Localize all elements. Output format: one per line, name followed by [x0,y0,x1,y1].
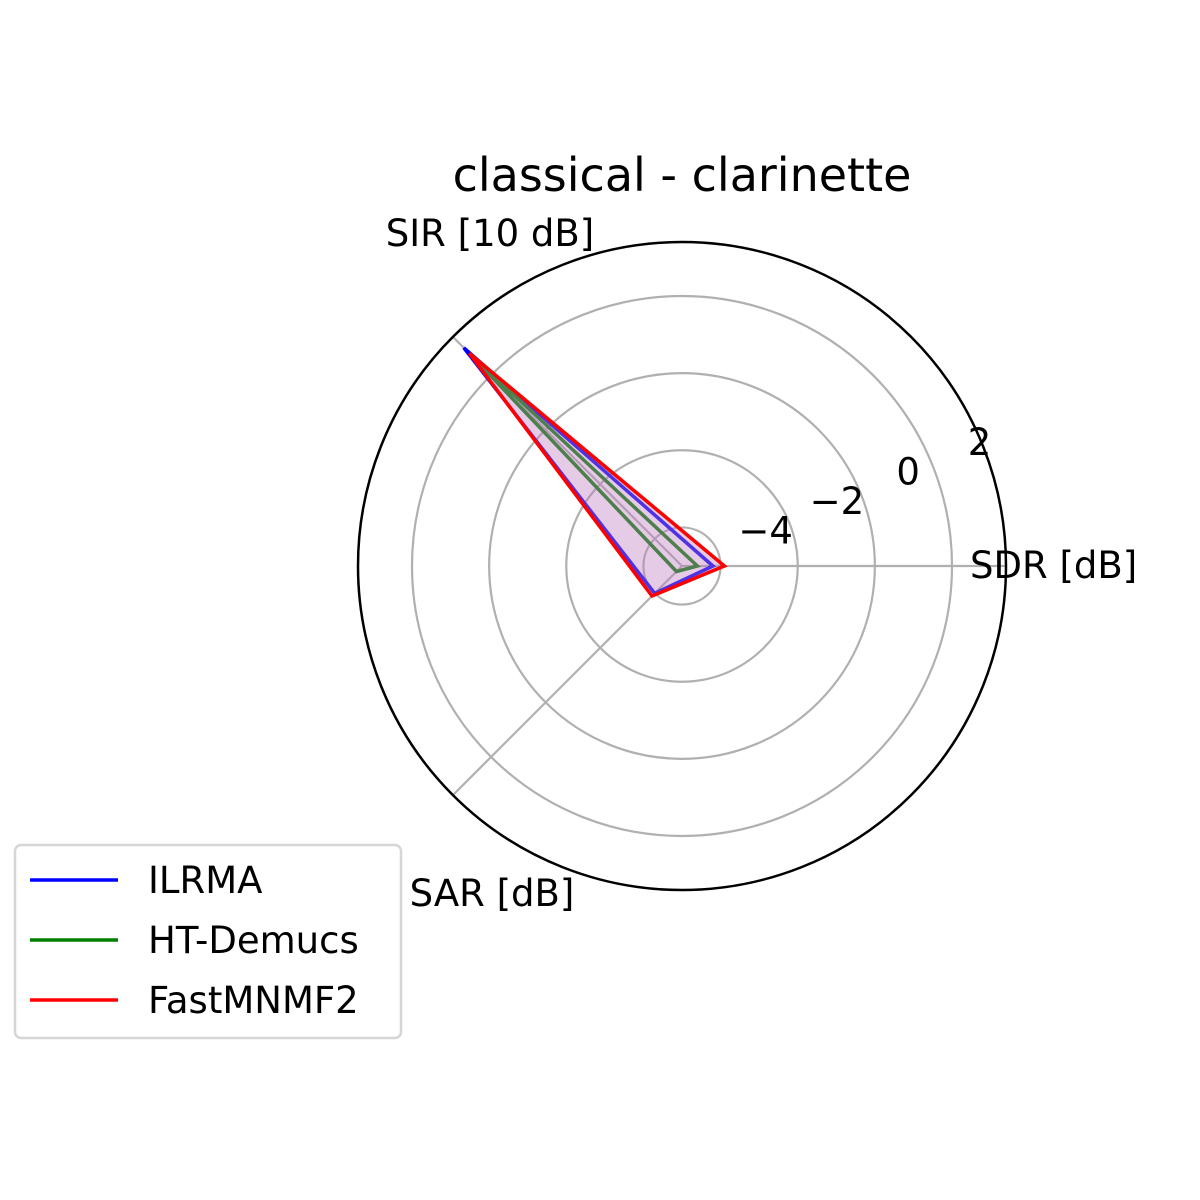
radial-tick-label-1: −2 [810,480,865,523]
series-fill-2 [469,353,725,596]
radial-grid [410,294,1006,838]
legend-frame [13,843,403,1040]
series-line-2 [467,351,728,599]
legend-label-2: FastMNMF2 [148,979,359,1022]
legend-label-1: HT-Demucs [148,919,359,962]
axis-labels: SDR [dB] SIR [10 dB] SAR [dB] −4 −2 0 2 [386,212,1137,915]
radial-tick-label-0: −4 [738,509,793,552]
axis-label-1: SIR [10 dB] [386,212,594,255]
axis-label-2: SAR [dB] [410,872,575,915]
series-line-1 [468,352,701,574]
axis-label-0: SDR [dB] [970,544,1137,587]
grid-spoke [452,565,683,796]
series-group [462,346,728,599]
chart-title: classical - clarinette [453,148,912,202]
radial-tick-label-2: 0 [896,450,920,493]
radial-tick-label-3: 2 [968,421,992,464]
legend-label-0: ILRMA [148,859,262,902]
outer-frame [356,240,1008,892]
